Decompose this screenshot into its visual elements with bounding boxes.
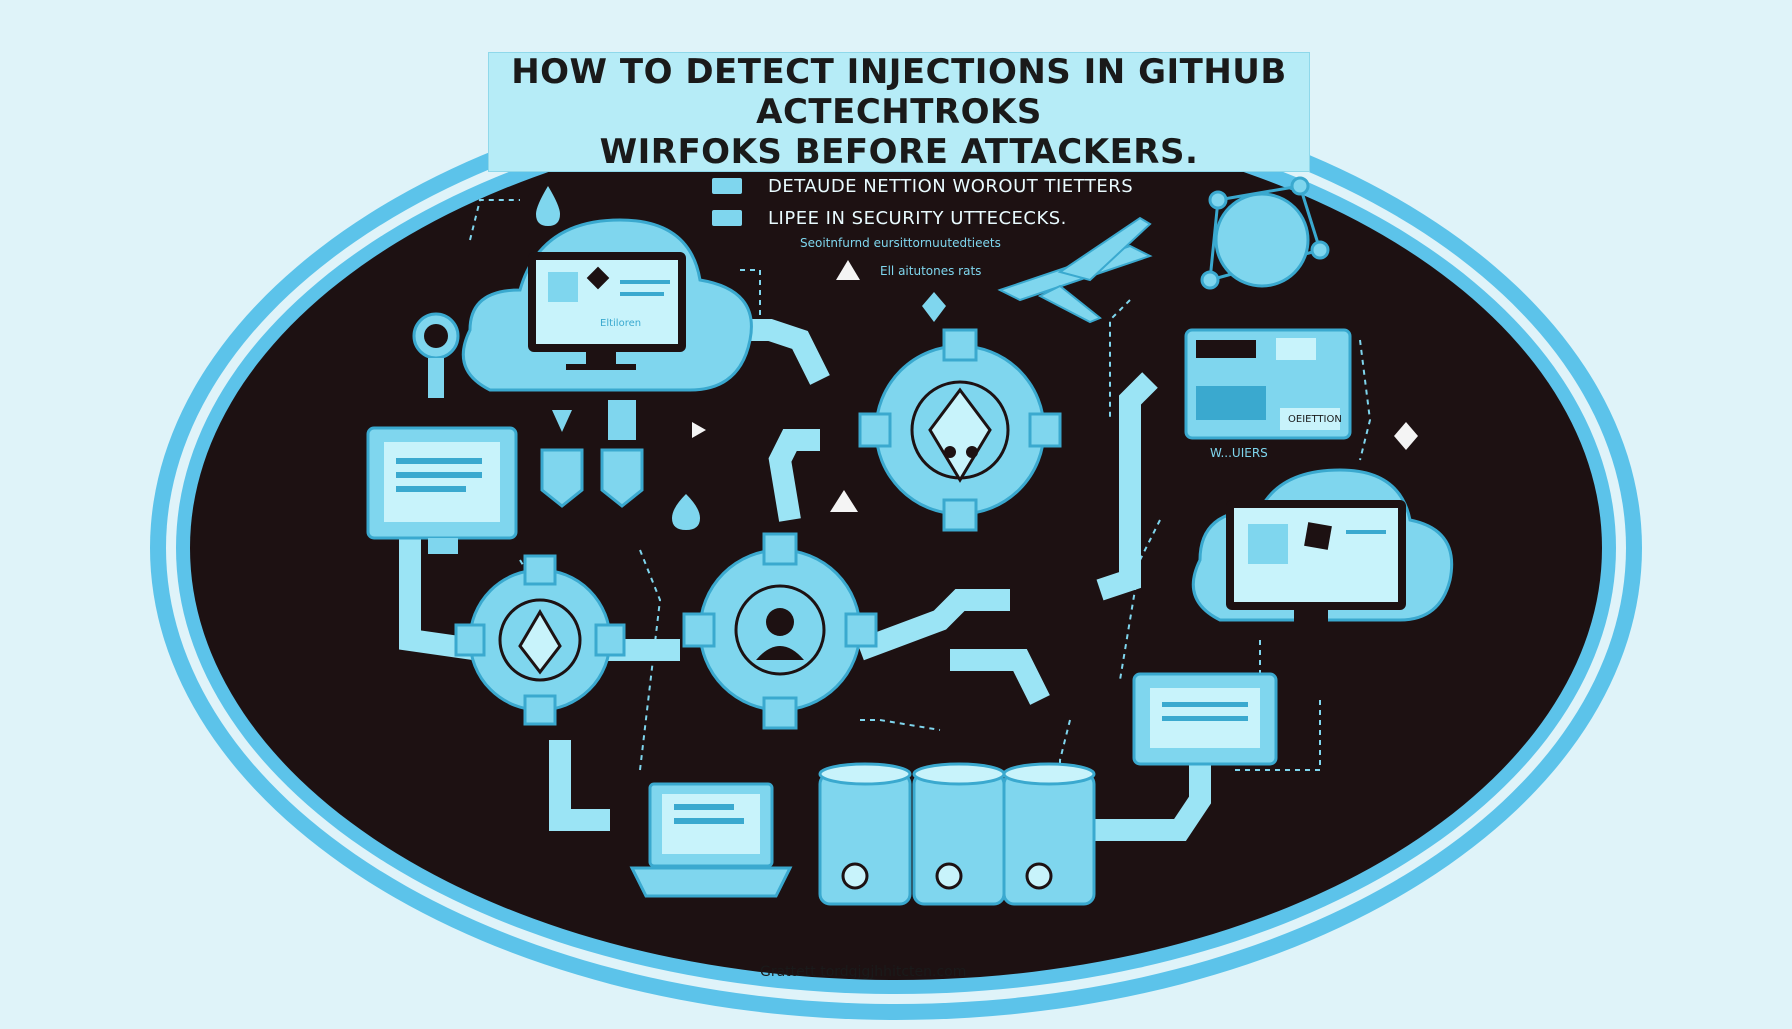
legend-swatch [712,178,742,194]
legend-swatch [712,210,742,226]
footer-caption: Grattett tordgjgjhhitcten.com [760,964,967,980]
monitor-lower-right [1132,672,1278,766]
server-box [1184,328,1352,440]
server-tag: OEIETTION [1288,414,1342,425]
legend-label: LIPEE IN SECURITY UTTECECKS. [768,207,1067,229]
monitor-tag: Eltiloren [600,318,642,329]
legend-item: LIPEE IN SECURITY UTTECECKS. [712,202,1133,234]
monitor-left [366,426,518,554]
network-globe [1200,176,1330,290]
gauge-top-left [412,312,460,398]
laptop [629,782,793,898]
airplane [997,216,1153,324]
cloud-monitor-right [1191,468,1454,628]
title-banner: HOW TO DETECT INJECTIONS IN GITHUB ACTEC… [488,52,1310,172]
gear-top-right [858,328,1062,532]
arrow-icon [672,422,706,530]
shield-pair [540,400,644,508]
legend-label: DETAUDE NETTION WOROUT TIETTERS [768,175,1134,197]
cloud-monitor-top-left [461,218,753,392]
small-caption-2: Ell aitutones rats [880,264,982,278]
gear-left [454,554,626,726]
title-line-2: WIRFOKS BEFORE ATTACKERS. [599,132,1199,172]
diamond-icon [922,292,1418,450]
gear-center [682,532,878,730]
side-text: W...UIERS [1210,446,1268,460]
legend: DETAUDE NETTION WOROUT TIETTERS LIPEE IN… [712,170,1133,234]
title-line-1: HOW TO DETECT INJECTIONS IN GITHUB ACTEC… [511,52,1287,132]
small-caption-1: Seoitnfurnd eursittornuutedtieets [800,236,1001,250]
warning-icon [830,260,860,512]
legend-item: DETAUDE NETTION WOROUT TIETTERS [712,170,1133,202]
droplet-icon [536,186,560,226]
canister-row [818,762,1096,906]
